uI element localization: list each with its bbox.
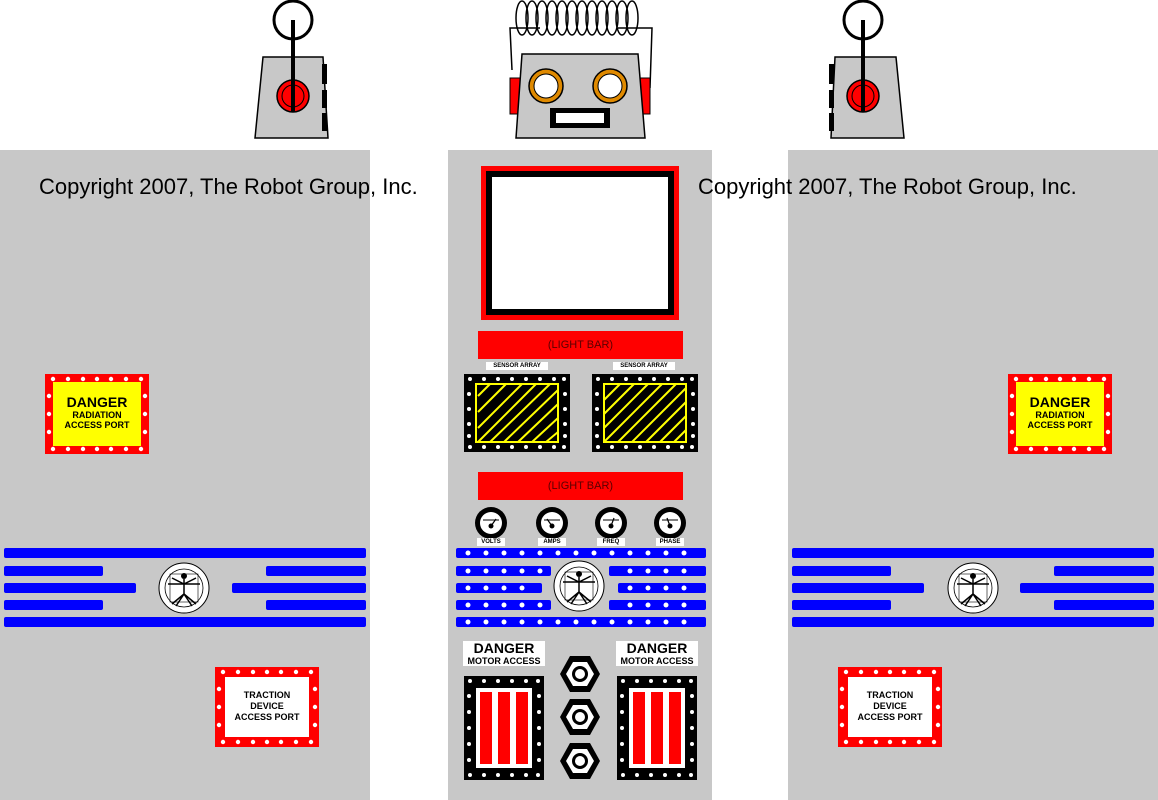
danger-title-left: DANGER xyxy=(66,394,128,410)
amps-gauge xyxy=(536,507,568,539)
center-robot-head xyxy=(509,0,653,139)
left-vitruvian-emblem xyxy=(158,562,210,614)
motor-access-label-right: DANGER MOTOR ACCESS xyxy=(616,641,698,666)
danger-line1-left: RADIATION xyxy=(72,410,122,420)
gauge-label-volts: VOLTS xyxy=(477,538,505,546)
volts-gauge xyxy=(475,507,507,539)
center-vitruvian-emblem xyxy=(553,560,605,612)
gauge-label-freq: FREQ xyxy=(597,538,625,546)
danger-line2-right: ACCESS PORT xyxy=(1027,420,1093,430)
traction-line1-left: TRACTION xyxy=(243,690,291,700)
traction-access-port-left: TRACTION DEVICE ACCESS PORT xyxy=(215,667,319,747)
phase-gauge xyxy=(654,507,686,539)
hex-bolt-column xyxy=(560,656,600,779)
gauge-label-phase: PHASE xyxy=(656,538,684,546)
traction-line3-left: ACCESS PORT xyxy=(234,712,300,722)
left-vent-grille xyxy=(4,548,366,627)
monitor-screen xyxy=(481,166,679,320)
center-vent-grille xyxy=(456,548,706,627)
motor-access-panel-left xyxy=(464,676,544,780)
right-vent-grille xyxy=(792,548,1154,627)
traction-access-port-right: TRACTION DEVICE ACCESS PORT xyxy=(838,667,942,747)
right-vitruvian-emblem xyxy=(947,562,999,614)
copyright-text-right: Copyright 2007, The Robot Group, Inc. xyxy=(698,174,1077,199)
danger-line1-right: RADIATION xyxy=(1035,410,1085,420)
traction-line2-left: DEVICE xyxy=(250,701,284,711)
light-bar-top: (LIGHT BAR) xyxy=(478,331,683,359)
sensor-array-label-right: SENSOR ARRAY xyxy=(613,362,675,370)
traction-line1-right: TRACTION xyxy=(866,690,914,700)
motor-danger-title-left: DANGER xyxy=(473,640,535,656)
freq-gauge xyxy=(595,507,627,539)
copyright-text-left: Copyright 2007, The Robot Group, Inc. xyxy=(39,174,418,199)
motor-danger-subtitle-left: MOTOR ACCESS xyxy=(467,656,541,666)
sensor-array-label-left: SENSOR ARRAY xyxy=(486,362,548,370)
traction-line3-right: ACCESS PORT xyxy=(857,712,923,722)
traction-line2-right: DEVICE xyxy=(873,701,907,711)
danger-title-right: DANGER xyxy=(1029,394,1091,410)
danger-line2-left: ACCESS PORT xyxy=(64,420,130,430)
gauge-label-amps: AMPS xyxy=(538,538,566,546)
radiation-access-port-right: DANGER RADIATION ACCESS PORT xyxy=(1008,374,1112,454)
light-bar-bottom: (LIGHT BAR) xyxy=(478,472,683,500)
motor-danger-title-right: DANGER xyxy=(626,640,688,656)
motor-danger-subtitle-right: MOTOR ACCESS xyxy=(620,656,694,666)
right-antenna-head xyxy=(829,0,905,139)
sensor-array-right xyxy=(592,374,698,452)
motor-access-label-left: DANGER MOTOR ACCESS xyxy=(463,641,545,666)
motor-access-panel-right xyxy=(617,676,697,780)
radiation-access-port-left: DANGER RADIATION ACCESS PORT xyxy=(45,374,149,454)
sensor-array-left xyxy=(464,374,570,452)
left-antenna-head xyxy=(254,0,329,139)
